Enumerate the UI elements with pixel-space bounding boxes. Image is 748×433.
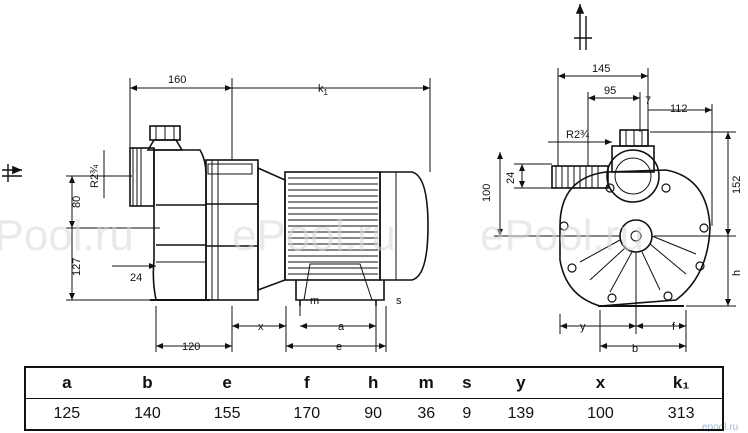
svg-text:ePool.ru: ePool.ru [0, 211, 134, 260]
pump-side-view [129, 125, 429, 306]
svg-text:ePool.ru: ePool.ru [480, 211, 644, 260]
dim-label-x: x [258, 321, 264, 333]
dim-label-112: 112 [670, 103, 688, 115]
dim-label-b: b [632, 343, 638, 355]
watermark-small: epool.ru [702, 422, 738, 433]
table-cell: 125 [53, 405, 81, 422]
inlet-connection [129, 147, 155, 207]
dimensions-table: a b e f h m s y x k₁ 125 140 155 170 90 … [24, 366, 724, 431]
outlet-flow-arrow [574, 4, 592, 50]
table-cell: 170 [293, 405, 321, 422]
table-cell: 36 [417, 405, 436, 422]
dim-label-f: f [672, 321, 676, 333]
dim-label-s: s [396, 295, 402, 307]
table-header-cell: s [452, 367, 481, 399]
strainer-housing [152, 149, 207, 301]
table-cell: 100 [587, 405, 614, 422]
table-cell: 9 [462, 405, 472, 422]
table-header-row: a b e f h m s y x k₁ [25, 367, 723, 399]
bolt-holes [559, 183, 709, 303]
inlet-flow-arrow [2, 164, 22, 182]
dim-label-80: 80 [71, 196, 83, 208]
dim-label-h: h [731, 270, 743, 276]
dim-label-k1: k1 [318, 83, 329, 97]
dim-label-m: m [310, 295, 319, 307]
pump-front-view [551, 129, 711, 307]
table-header-cell: x [560, 367, 641, 399]
table-header-cell: a [25, 367, 108, 399]
table-cell: 155 [213, 405, 241, 422]
watermark: ePool.ru ePool.ru ePool.ru [0, 211, 644, 260]
table-header-cell: k₁ [640, 367, 723, 399]
dim-label-145: 145 [592, 63, 610, 75]
dim-label-160: 160 [168, 74, 186, 86]
inlet-port-circle [606, 149, 660, 203]
dim-label-127: 127 [71, 258, 83, 276]
dim-label-24-right: 24 [505, 172, 517, 184]
dim-label-a: a [338, 321, 345, 333]
fan-cover [379, 171, 429, 281]
dim-label-y: y [580, 321, 586, 333]
dim-label-r234-left: R2¾ [89, 164, 101, 188]
dim-label-152: 152 [731, 176, 743, 194]
dim-label-e: e [336, 341, 342, 353]
dim-label-95: 95 [604, 85, 616, 97]
table-cell: 139 [507, 405, 535, 422]
table-header-cell: y [481, 367, 561, 399]
table-cell: 90 [364, 405, 383, 422]
motor-cooling-fins [288, 177, 378, 275]
dim-label-7: 7 [645, 95, 651, 107]
dim-label-120: 120 [182, 341, 200, 353]
dim-label-r234-right: R2¾ [566, 129, 590, 141]
table-header-cell: h [346, 367, 400, 399]
dim-label-24-left: 24 [130, 272, 142, 284]
table-cell: 313 [667, 405, 695, 422]
svg-text:ePool.ru: ePool.ru [232, 211, 396, 260]
table-header-cell: f [266, 367, 347, 399]
motor-foot [295, 280, 385, 301]
table-header-cell: b [107, 367, 188, 399]
housing-ribs [579, 235, 697, 293]
table-row: 125 140 155 170 90 36 9 139 100 313 [25, 399, 723, 431]
pump-volute [559, 169, 711, 307]
table-header-cell: e [187, 367, 267, 399]
table-header-cell: m [399, 367, 453, 399]
dim-label-100: 100 [481, 184, 493, 202]
table-cell: 140 [134, 405, 161, 422]
